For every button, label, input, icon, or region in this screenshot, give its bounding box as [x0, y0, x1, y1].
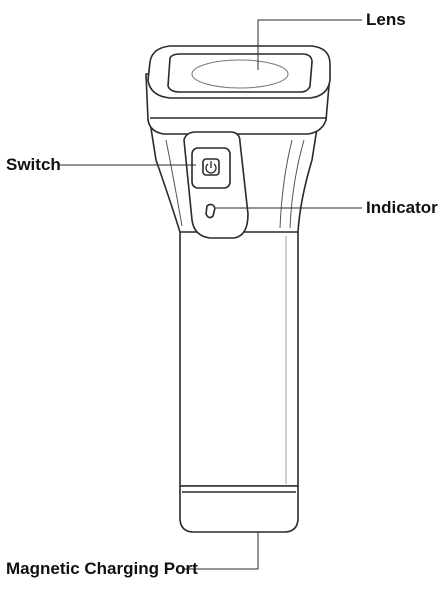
indicator-label: Indicator — [366, 198, 438, 217]
lens-leader — [257, 19, 362, 70]
indicator-led — [205, 203, 216, 219]
power-icon — [205, 161, 217, 174]
handle — [179, 232, 299, 487]
charging-port-label: Magnetic Charging Port — [6, 559, 198, 578]
neck-right-groove-2 — [289, 139, 305, 229]
neck-left-groove — [165, 139, 183, 227]
bottom-cap — [179, 485, 299, 533]
flashlight-illustration — [145, 45, 331, 533]
switch-icon-frame — [202, 158, 220, 176]
lens — [167, 53, 313, 93]
neck-right-groove-1 — [279, 139, 293, 229]
charging-port-leader — [182, 532, 259, 570]
lens-inner — [191, 59, 289, 89]
lens-label: Lens — [366, 10, 406, 29]
switch-label: Switch — [6, 155, 61, 174]
callout-lines — [58, 19, 362, 570]
